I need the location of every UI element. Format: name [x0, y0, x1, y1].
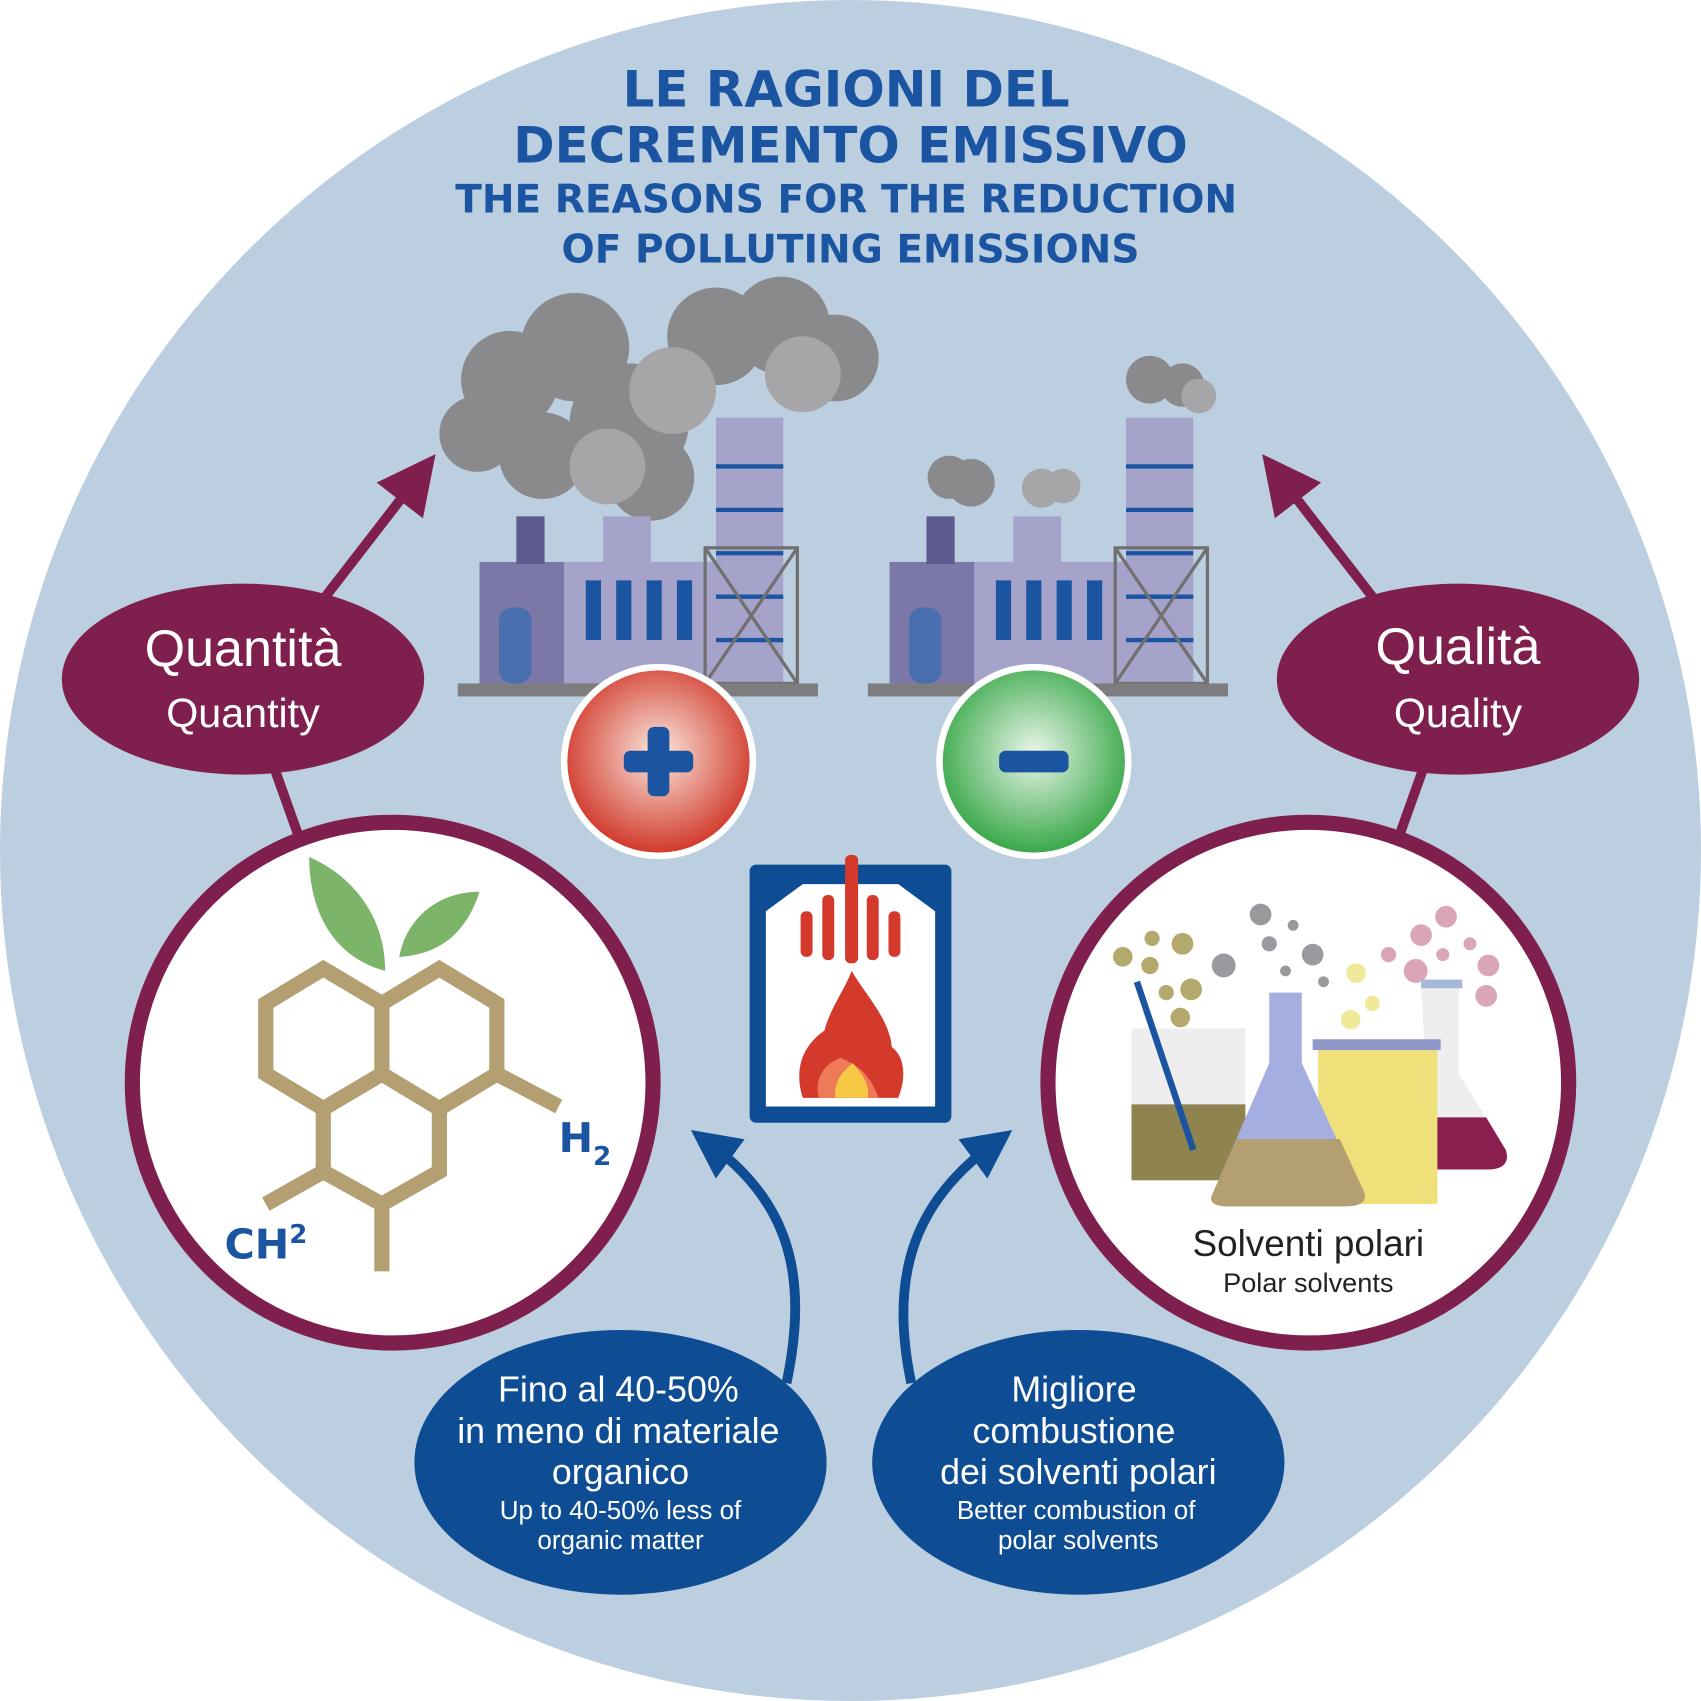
title-block: LE RAGIONI DEL DECREMENTO EMISSIVO THE R…: [455, 60, 1237, 272]
right-info-bubble: Migliore combustione dei solventi polari…: [872, 1329, 1285, 1595]
leaf-icon: [309, 857, 386, 971]
left-bubble-it-line: in meno di materiale: [457, 1411, 779, 1451]
right-bubble-it-line: dei solventi polari: [940, 1452, 1216, 1492]
plus-sign-text: +: [0, 0, 1, 1]
h2-label: H2: [559, 1114, 612, 1172]
arrow-up-right: [1262, 454, 1377, 600]
solvents-en: Polar solvents: [1223, 1267, 1393, 1298]
leaf-icon: [399, 891, 480, 957]
plus-sign-badge: +: [0, 0, 757, 860]
left-bubble-it-line: Fino al 40-50%: [498, 1370, 739, 1410]
right-bubble-it-line: Migliore: [1011, 1370, 1136, 1410]
minus-sign-badge: −: [0, 0, 1132, 860]
title-en-line1: THE REASONS FOR THE REDUCTION: [455, 178, 1237, 223]
right-bubble-en-line: Better combustion of: [957, 1495, 1196, 1525]
curved-arrow-left: [690, 1130, 801, 1385]
left-bubble-en-line: organic matter: [537, 1525, 704, 1555]
right-bubble-en-line: polar solvents: [998, 1525, 1159, 1555]
left-info-bubble: Fino al 40-50% in meno di materiale orga…: [414, 1329, 827, 1595]
quantity-en: Quantity: [166, 690, 320, 736]
minus-sign-text: −: [0, 0, 1, 1]
left-bubble-it-line: organico: [552, 1452, 689, 1492]
right-bubble-it-line: combustione: [973, 1411, 1176, 1451]
arrow-up-left: [321, 454, 436, 600]
title-it-line1: LE RAGIONI DEL: [623, 60, 1070, 118]
quantity-it: Quantità: [145, 620, 342, 678]
furnace-flame-icon: [749, 854, 952, 1123]
title-en-line2: OF POLLUTING EMISSIONS: [562, 228, 1140, 273]
quality-it: Qualità: [1376, 618, 1541, 676]
ch2-label: CH2: [225, 1220, 308, 1268]
left-bubble-en-line: Up to 40-50% less of: [500, 1495, 742, 1525]
molecule-circle: H2 CH2: [124, 814, 661, 1351]
molecule-structure-icon: [258, 959, 563, 1272]
title-it-line2: DECREMENTO EMISSIVO: [513, 117, 1188, 175]
solvents-circle: Solventi polari Polar solvents: [1040, 814, 1577, 1351]
quality-en: Quality: [1394, 690, 1523, 736]
factory-low-emissions-icon: [867, 355, 1229, 697]
lab-glassware-icon: [1113, 903, 1507, 1207]
solvents-it: Solventi polari: [1192, 1223, 1424, 1264]
quantity-label: Quantità Quantity: [61, 583, 425, 775]
factory-heavy-emissions-icon: [439, 276, 879, 697]
quality-label: Qualità Quality: [1276, 583, 1640, 775]
curved-arrow-right: [898, 1130, 1013, 1385]
